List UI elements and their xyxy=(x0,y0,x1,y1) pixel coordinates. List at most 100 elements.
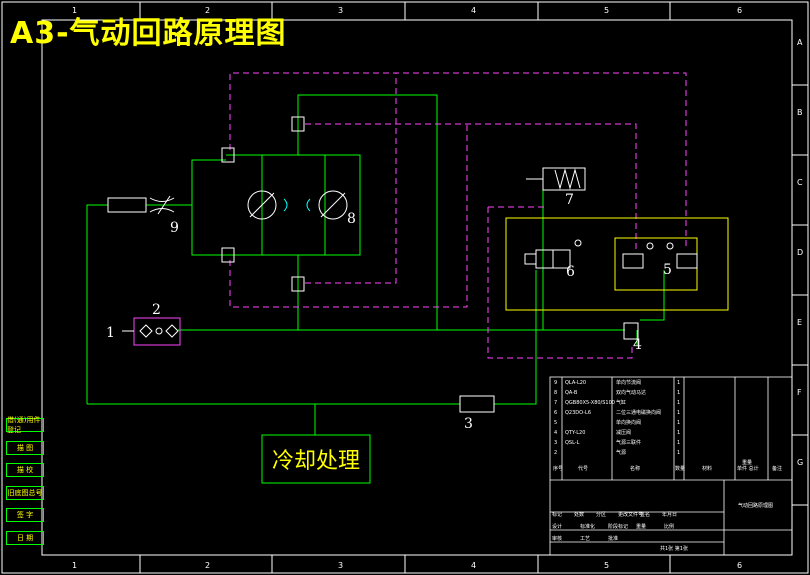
side-label-3: 旧底图总号 xyxy=(6,486,44,500)
label-6: 6 xyxy=(566,264,575,280)
grid-top-6: 6 xyxy=(737,6,742,15)
tb-row-no: 8 xyxy=(554,390,557,396)
tb-sign-field: 更改文件号 xyxy=(618,511,643,518)
side-label-1: 描 图 xyxy=(6,441,44,455)
grid-top-2: 2 xyxy=(205,6,210,15)
tb-row-code: QSL-L xyxy=(565,440,580,446)
sheet-count: 共1张 第1张 xyxy=(660,545,688,552)
grid-top-4: 4 xyxy=(471,6,476,15)
cooling-box-label: 冷却处理 xyxy=(271,449,360,474)
label-7: 7 xyxy=(565,192,574,208)
grid-bottom-3: 3 xyxy=(338,561,343,570)
hdr-name: 名称 xyxy=(630,465,640,472)
grid-bottom-6: 6 xyxy=(737,561,742,570)
hdr-mass: 重量 xyxy=(742,459,752,466)
tb-row-no: 9 xyxy=(554,380,557,386)
tb-sign-field: 处数 xyxy=(574,511,584,518)
tb-row-name: 气源三联件 xyxy=(616,439,641,446)
valve-group-box xyxy=(505,217,729,311)
side-label-0: 借(通)用件登记 xyxy=(6,416,44,434)
tb-row-name: 单向换向阀 xyxy=(616,419,641,426)
drawing-name: 气动回路原理图 xyxy=(738,502,773,509)
tb-row-no: 2 xyxy=(554,450,557,456)
tb-row-code: QGB80X5-X80/S100 xyxy=(565,400,615,406)
main-air-lines xyxy=(86,94,665,435)
label-8: 8 xyxy=(347,211,356,227)
grid-right-E: E xyxy=(797,318,802,327)
grid-top-3: 3 xyxy=(338,6,343,15)
tb-row-qty: 1 xyxy=(677,390,680,396)
tb-row-qty: 1 xyxy=(677,380,680,386)
cooling-box-frame xyxy=(261,434,371,484)
drawing-title: A3-气动回路原理图 xyxy=(10,16,287,51)
grid-right-C: C xyxy=(797,178,803,187)
side-label-2: 描 校 xyxy=(6,463,44,477)
tb-row-qty: 1 xyxy=(677,440,680,446)
tb-row-qty: 1 xyxy=(677,420,680,426)
label-4: 4 xyxy=(633,337,642,353)
tb-row-code: QA-B xyxy=(565,390,578,396)
tb-sign2-field: 比例 xyxy=(664,523,674,530)
tb-row-name: 气源 xyxy=(616,449,626,456)
title-block xyxy=(549,376,793,556)
tb-row-qty: 1 xyxy=(677,410,680,416)
tb-row-name: 双向气动马达 xyxy=(616,389,646,396)
hdr-remark: 备注 xyxy=(772,465,782,472)
valve5-box xyxy=(614,237,698,291)
label-9: 9 xyxy=(170,220,179,236)
label-3: 3 xyxy=(464,416,473,432)
label-1: 1 xyxy=(106,325,115,341)
grid-right-A: A xyxy=(797,38,803,47)
hdr-material: 材料 xyxy=(702,465,712,472)
grid-right-G: G xyxy=(797,458,803,467)
tb-sign-field: 年月日 xyxy=(662,511,677,518)
tb-sign2-field: 重量 xyxy=(636,523,646,530)
grid-bottom-5: 5 xyxy=(604,561,609,570)
tb-row-code: Q23DO-L6 xyxy=(565,410,591,416)
tb-sign3-field: 审核 xyxy=(552,535,562,542)
hdr-code: 代号 xyxy=(578,465,588,472)
tb-row-qty: 1 xyxy=(677,430,680,436)
side-label-5: 日 期 xyxy=(6,531,44,545)
solenoid-valve-6 xyxy=(524,239,582,269)
tb-row-code: QTY-L20 xyxy=(565,430,585,436)
tb-row-qty: 1 xyxy=(677,450,680,456)
hdr-weight: 单件 总计 xyxy=(737,465,759,472)
tb-sign-field: 签名 xyxy=(640,511,650,518)
tb-row-no: 7 xyxy=(554,400,557,406)
tb-sign2-field: 设计 xyxy=(552,523,562,530)
tb-row-qty: 1 xyxy=(677,400,680,406)
tb-row-name: 气缸 xyxy=(616,399,626,406)
tb-sign2-field: 标准化 xyxy=(580,523,595,530)
air-motor-8 xyxy=(247,190,348,220)
label-2: 2 xyxy=(152,302,161,318)
reducing-valve-4 xyxy=(623,322,639,340)
tb-row-name: 减压阀 xyxy=(616,429,631,436)
grid-right-D: D xyxy=(797,248,803,257)
tb-row-no: 4 xyxy=(554,430,557,436)
grid-bottom-2: 2 xyxy=(205,561,210,570)
grid-bottom-1: 1 xyxy=(72,561,77,570)
inner-border xyxy=(41,19,793,556)
tb-sign3-field: 批准 xyxy=(608,535,618,542)
air-source-2 xyxy=(122,317,181,346)
pilot-lines xyxy=(229,72,687,359)
tb-row-name: 单向节流阀 xyxy=(616,379,641,386)
hdr-no: 序号 xyxy=(553,465,563,472)
grid-bottom-4: 4 xyxy=(471,561,476,570)
check-valves xyxy=(221,116,305,292)
throttle-valve-9 xyxy=(107,195,175,215)
valve-5 xyxy=(622,242,698,269)
grid-right-F: F xyxy=(797,388,802,397)
tb-row-code: QLA-L20 xyxy=(565,380,586,386)
label-5: 5 xyxy=(663,262,672,278)
hdr-qty: 数量 xyxy=(675,465,685,472)
tb-sign2-field: 阶段标记 xyxy=(608,523,628,530)
grid-right-B: B xyxy=(797,108,803,117)
tb-row-no: 6 xyxy=(554,410,557,416)
cylinder-7 xyxy=(526,167,586,191)
grid-top-1: 1 xyxy=(72,6,77,15)
tb-row-no: 3 xyxy=(554,440,557,446)
